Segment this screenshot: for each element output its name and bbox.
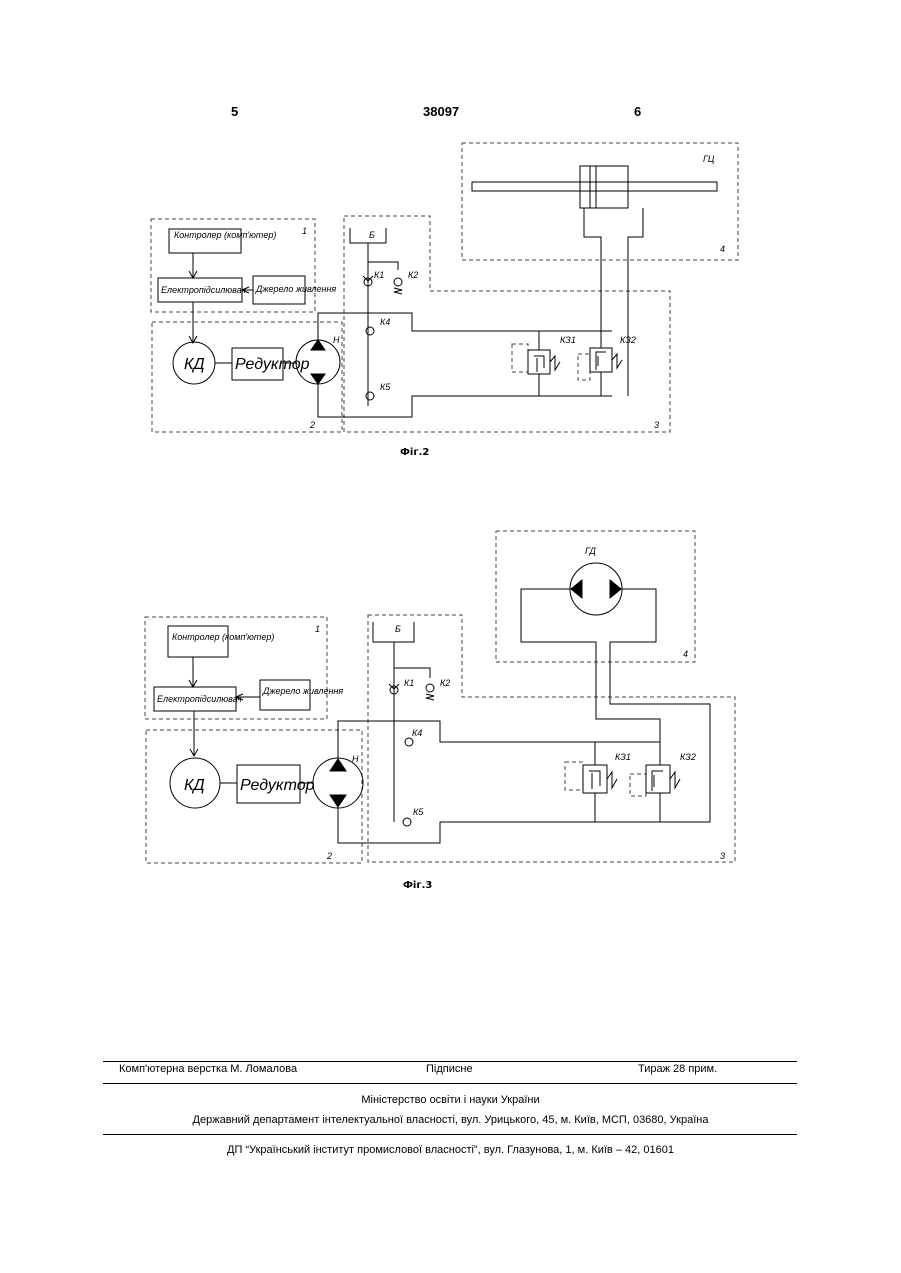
cylinder-body bbox=[580, 166, 628, 208]
figure-2-diagram: Контролер (комп'ютер) Електропідсилювач … bbox=[0, 0, 901, 470]
department-line: Державний департамент інтелектуальної вл… bbox=[0, 1114, 901, 1126]
check-valve-k2 bbox=[394, 278, 402, 286]
check-valve-k2-spring bbox=[394, 288, 402, 294]
pressure-line-lower bbox=[318, 384, 612, 417]
tank-symbol bbox=[350, 228, 386, 243]
fig3-k4-label: К4 bbox=[412, 728, 422, 738]
fig2-block-1-number: 1 bbox=[302, 226, 307, 236]
fig2-kz1-label: КЗ1 bbox=[560, 335, 576, 345]
relief-valve-pilot-1 bbox=[565, 762, 583, 790]
hydromotor-arrow-right-icon bbox=[610, 580, 621, 598]
fig2-servo-label: Електропідсилювач bbox=[161, 285, 246, 295]
fig3-k1-label: К1 bbox=[404, 678, 414, 688]
signed-note: Підписне bbox=[426, 1063, 473, 1075]
fig3-motor-label: КД bbox=[184, 777, 205, 794]
check-valve-k5 bbox=[403, 818, 411, 826]
fig3-kz1-label: КЗ1 bbox=[615, 752, 631, 762]
block-4-frame bbox=[462, 143, 738, 260]
fig2-kz2-label: КЗ2 bbox=[620, 335, 636, 345]
fig3-tank-label: Б bbox=[395, 624, 401, 634]
check-valve-k2-spring bbox=[426, 694, 434, 700]
relief-valve-pilot-2 bbox=[578, 354, 590, 380]
figure-2-caption: Фіг.2 bbox=[400, 447, 429, 458]
fig3-block-2-number: 2 bbox=[326, 851, 332, 861]
check-valve-k4 bbox=[366, 327, 374, 335]
footer-rule-bottom bbox=[103, 1134, 797, 1135]
tank-symbol bbox=[373, 622, 414, 642]
check-valve-k2 bbox=[426, 684, 434, 692]
pressure-line-upper bbox=[338, 721, 660, 758]
fig3-hydromotor-label: ГД bbox=[585, 546, 597, 556]
fig2-k4-label: К4 bbox=[380, 317, 390, 327]
fig3-reducer-label: Редуктор bbox=[240, 777, 315, 794]
fig3-block-3-number: 3 bbox=[720, 851, 725, 861]
block-3-frame bbox=[344, 216, 670, 432]
fig3-block-1-number: 1 bbox=[315, 624, 320, 634]
circulation-note: Тираж 28 прим. bbox=[638, 1063, 717, 1075]
cylinder-rod bbox=[472, 182, 717, 191]
fig2-power-label: Джерело живлення bbox=[255, 284, 336, 294]
fig2-block-3-number: 3 bbox=[654, 420, 659, 430]
return-branch bbox=[394, 668, 430, 678]
relief-valve-pilot-2 bbox=[630, 774, 646, 796]
footer-rule-middle bbox=[103, 1083, 797, 1084]
pump-arrow-up-icon bbox=[330, 759, 346, 771]
relief-valve-kz2 bbox=[646, 765, 670, 793]
fig3-controller-label: Контролер (комп'ютер) bbox=[172, 632, 274, 642]
fig3-power-label: Джерело живлення bbox=[262, 686, 343, 696]
fig2-reducer-label: Редуктор bbox=[235, 356, 310, 373]
cylinder-piston bbox=[590, 166, 596, 208]
hydromotor-lines bbox=[521, 589, 710, 822]
hydromotor-arrow-left-icon bbox=[571, 580, 582, 598]
pump-arrow-down-icon bbox=[330, 795, 346, 807]
relief-valve-kz2-symbol bbox=[596, 352, 606, 370]
fig3-k5-label: К5 bbox=[413, 807, 424, 817]
layout-credit: Комп'ютерна верстка М. Ломалова bbox=[119, 1063, 297, 1075]
pressure-line-lower bbox=[338, 808, 660, 843]
relief-valve-pilot-1 bbox=[512, 344, 528, 372]
fig2-k1-label: К1 bbox=[374, 270, 384, 280]
pump-arrow-down-icon bbox=[311, 374, 325, 384]
relief-valve-kz2-spring bbox=[670, 772, 680, 788]
relief-valve-kz2-symbol bbox=[652, 771, 663, 791]
fig2-block-4-number: 4 bbox=[720, 244, 725, 254]
fig3-servo-label: Електропідсилювач bbox=[157, 694, 242, 704]
figure-3-diagram: Контролер (комп'ютер) Електропідсилювач … bbox=[0, 520, 901, 890]
fig2-block-2-number: 2 bbox=[309, 420, 315, 430]
ministry-line: Міністерство освіти і науки України bbox=[0, 1094, 901, 1106]
fig2-pump-label: Н bbox=[333, 335, 340, 345]
fig2-cylinder-label: ГЦ bbox=[703, 154, 715, 164]
relief-valve-kz1-symbol bbox=[534, 356, 544, 372]
fig3-kz2-label: КЗ2 bbox=[680, 752, 696, 762]
fig2-tank-label: Б bbox=[369, 230, 375, 240]
check-valve-k4 bbox=[405, 738, 413, 746]
institute-line: ДП “Український інститут промислової вла… bbox=[0, 1144, 901, 1156]
fig3-pump-label: Н bbox=[352, 754, 359, 764]
footer-rule-top bbox=[103, 1061, 797, 1062]
figure-3-caption: Фіг.3 bbox=[403, 880, 432, 891]
relief-valve-kz1 bbox=[528, 350, 550, 374]
fig3-block-4-number: 4 bbox=[683, 649, 688, 659]
fig3-k2-label: К2 bbox=[440, 678, 450, 688]
relief-valve-kz1 bbox=[583, 765, 607, 793]
fig2-controller-label: Контролер (комп'ютер) bbox=[174, 230, 276, 240]
relief-valve-kz1-spring bbox=[607, 772, 617, 788]
check-valve-k5 bbox=[366, 392, 374, 400]
fig2-k2-label: К2 bbox=[408, 270, 418, 280]
relief-valve-kz1-symbol bbox=[589, 771, 600, 789]
block-2-frame bbox=[146, 730, 362, 863]
pump-arrow-up-icon bbox=[311, 340, 325, 350]
cylinder-lines bbox=[584, 208, 643, 396]
fig2-k5-label: К5 bbox=[380, 382, 391, 392]
return-branch bbox=[368, 262, 398, 270]
relief-valve-kz1-spring bbox=[550, 356, 560, 370]
fig2-motor-label: КД bbox=[184, 356, 205, 373]
relief-valve-kz2-spring bbox=[612, 354, 622, 368]
block-3-frame bbox=[368, 615, 735, 862]
